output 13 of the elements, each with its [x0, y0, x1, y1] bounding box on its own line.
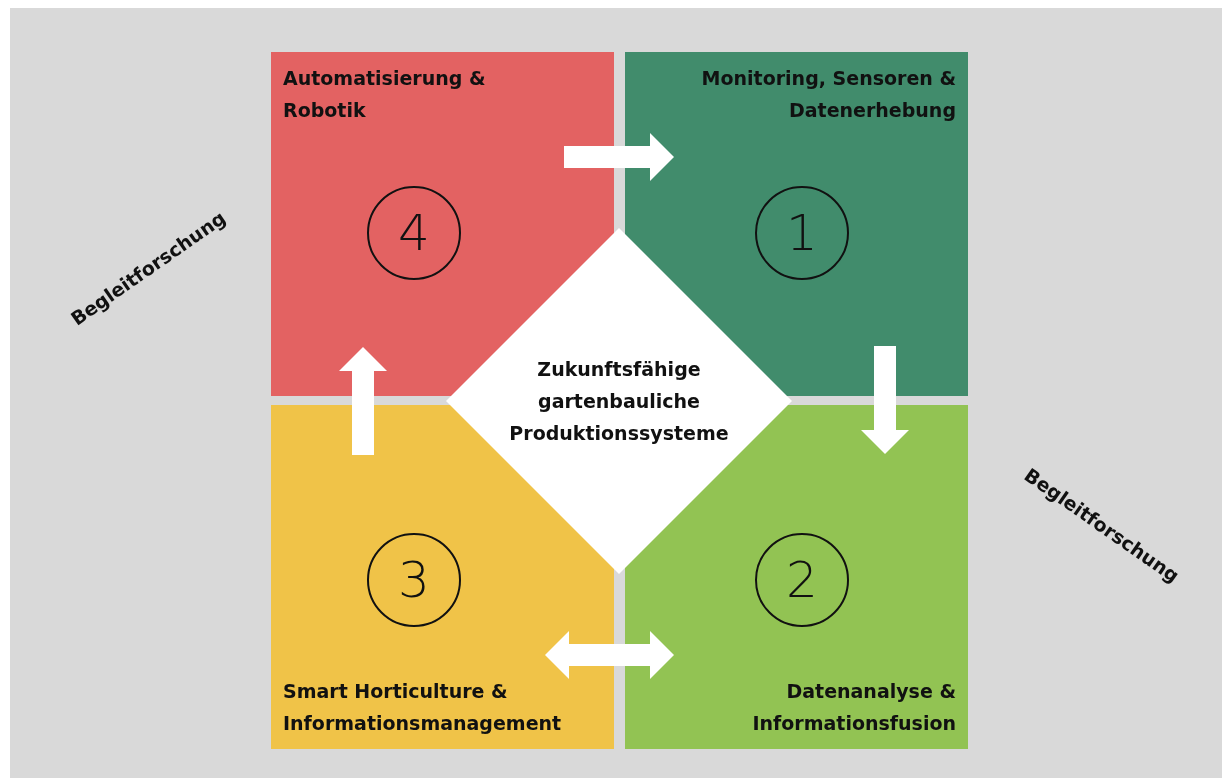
- panel-title: Monitoring, Sensoren & Datenerhebung: [700, 66, 956, 123]
- number-circle: 2: [755, 533, 849, 627]
- number-circle: 4: [367, 186, 461, 280]
- block-arrow: [564, 133, 674, 181]
- block-arrow: [339, 347, 387, 455]
- block-arrow: [861, 346, 909, 454]
- block-arrow: [545, 631, 674, 679]
- panel-title: Automatisierung & Robotik: [283, 66, 487, 123]
- panel-title: Smart Horticulture & Informationsmanagement: [283, 679, 563, 736]
- number-circle: 3: [367, 533, 461, 627]
- center-text: Zukunftsfähige gartenbauliche Produktionssysteme: [508, 357, 730, 446]
- panel-title: Datenanalyse & Informationsfusion: [751, 679, 956, 736]
- number-circle: 1: [755, 186, 849, 280]
